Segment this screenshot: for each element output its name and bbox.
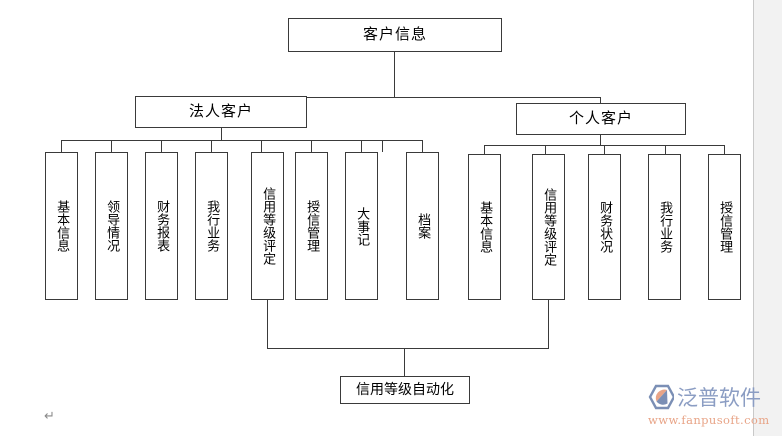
connector-individual-drop-3 <box>604 145 605 154</box>
connector-corporate-drop-2 <box>111 140 112 152</box>
connector-corporate-drop-4 <box>211 140 212 152</box>
connector-individual-drop-2 <box>545 145 546 154</box>
node-root[interactable]: 客户信息 <box>288 18 502 52</box>
connector-corporate-stem <box>221 128 222 141</box>
connector-individual-stem <box>600 135 601 146</box>
connector-root-stem <box>394 52 395 98</box>
connector-corporate-drop-7 <box>361 140 362 152</box>
leaf-corporate-7[interactable]: 大事记 <box>345 152 378 300</box>
connector-corporate-drop-8b <box>422 140 423 152</box>
connector-corporate-drop-3 <box>161 140 162 152</box>
leaf-corporate-6[interactable]: 授信管理 <box>295 152 328 300</box>
connector-corporate-drop-5 <box>261 140 262 152</box>
connector-branch-drop-right <box>600 97 601 106</box>
connector-corporate-bus-ext <box>361 140 423 141</box>
leaf-corporate-1[interactable]: 基本信息 <box>45 152 78 300</box>
connector-corporate-bus <box>61 140 382 141</box>
leaf-corporate-5[interactable]: 信用等级评定 <box>251 152 284 300</box>
connector-individual-drop-4 <box>665 145 666 154</box>
node-branch-corporate[interactable]: 法人客户 <box>135 96 307 128</box>
paragraph-mark-icon: ↵ <box>44 409 55 424</box>
connector-footer-riser-right <box>548 300 549 349</box>
page-gutter <box>754 0 782 436</box>
connector-individual-drop-5 <box>724 145 725 154</box>
connector-footer-riser-left <box>267 300 268 349</box>
leaf-individual-4[interactable]: 我行业务 <box>648 154 681 300</box>
leaf-individual-3[interactable]: 财务状况 <box>588 154 621 300</box>
leaf-corporate-2[interactable]: 领导情况 <box>95 152 128 300</box>
connector-footer-stem <box>404 348 405 376</box>
leaf-corporate-3[interactable]: 财务报表 <box>145 152 178 300</box>
leaf-individual-5[interactable]: 授信管理 <box>708 154 741 300</box>
connector-root-bus <box>221 97 601 98</box>
fanpu-logo-icon <box>648 384 676 410</box>
node-branch-individual[interactable]: 个人客户 <box>516 103 686 135</box>
leaf-corporate-4[interactable]: 我行业务 <box>195 152 228 300</box>
page-margin-rule <box>753 0 754 436</box>
connector-corporate-drop-8 <box>382 140 383 152</box>
leaf-corporate-8[interactable]: 档案 <box>406 152 439 300</box>
connector-corporate-drop-6 <box>311 140 312 152</box>
node-footer[interactable]: 信用等级自动化 <box>340 376 470 404</box>
connector-individual-drop-1 <box>484 145 485 154</box>
connector-footer-bus <box>267 348 549 349</box>
connector-corporate-drop-1 <box>61 140 62 152</box>
leaf-individual-1[interactable]: 基本信息 <box>468 154 501 300</box>
watermark-brand-text: 泛普软件 <box>677 386 761 410</box>
leaf-individual-2[interactable]: 信用等级评定 <box>532 154 565 300</box>
